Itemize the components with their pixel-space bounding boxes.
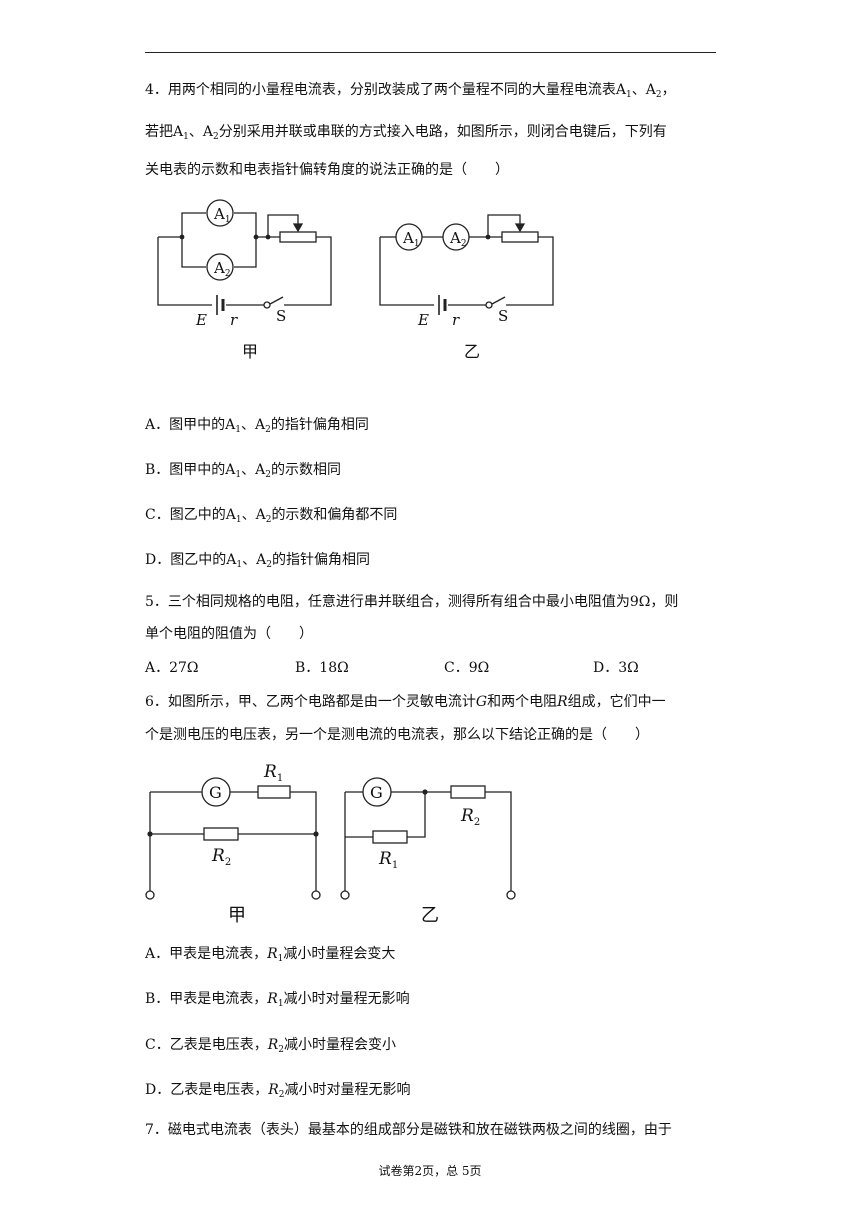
q6-option-c[interactable]: C．乙表是电压表，R2减小时量程会变小 xyxy=(145,1037,396,1055)
q6-r2-label: R2 xyxy=(211,846,231,868)
q4-a1-label: A1 xyxy=(213,205,231,225)
q5-option-d[interactable]: D．3Ω xyxy=(593,660,639,676)
q5-option-b[interactable]: B．18Ω xyxy=(295,660,349,676)
q6-g-label: G xyxy=(209,783,222,802)
q6-circuit-jia: G R1 R2 甲 xyxy=(145,762,321,926)
q4-circuit-yi: A1 A2 E r S 乙 xyxy=(379,214,554,361)
q5-stem-line-2: 单个电阻的阻值为（ ） xyxy=(145,626,313,642)
q4-option-d[interactable]: D．图乙中的A1、A2的指针偏角相同 xyxy=(145,552,370,570)
q6-yi-g-label: G xyxy=(370,783,383,802)
q4-s-label: S xyxy=(276,307,286,325)
q4-caption-yi: 乙 xyxy=(464,342,480,361)
q4-yi-s-label: S xyxy=(498,307,508,325)
q6-caption-jia: 甲 xyxy=(228,905,246,926)
q6-yi-r2-label: R2 xyxy=(460,806,480,828)
q6-caption-yi: 乙 xyxy=(421,905,439,926)
q4-caption-jia: 甲 xyxy=(242,342,258,361)
q6-option-d[interactable]: D．乙表是电压表，R2减小时对量程无影响 xyxy=(145,1082,411,1100)
q7-stem-line-1: 7．磁电式电流表（表头）最基本的组成部分是磁铁和放在磁铁两极之间的线圈，由于 xyxy=(145,1122,672,1138)
header-rule xyxy=(145,52,716,53)
q4-e-label: E xyxy=(195,311,207,329)
q6-circuit-yi: G R2 R1 乙 xyxy=(340,777,516,926)
q4-option-a[interactable]: A．图甲中的A1、A2的指针偏角相同 xyxy=(145,417,369,435)
q4-circuit-jia: A1 A2 E r S 甲 xyxy=(157,199,332,361)
q6-r1-label: R1 xyxy=(263,762,283,784)
q4-yi-e-label: E xyxy=(417,311,429,329)
q4-option-b[interactable]: B．图甲中的A1、A2的示数相同 xyxy=(145,462,342,480)
q4-a2-label: A2 xyxy=(213,259,231,279)
q4-yi-r-label: r xyxy=(452,311,460,329)
q6-stem-line-2: 个是测电压的电压表，另一个是测电流的电流表，那么以下结论正确的是（ ） xyxy=(145,727,649,743)
q6-option-a[interactable]: A．甲表是电流表，R1减小时量程会变大 xyxy=(145,946,396,964)
q6-yi-r1-label: R1 xyxy=(378,849,398,871)
q5-option-a[interactable]: A．27Ω xyxy=(145,660,199,676)
q4-stem-line-2: 若把A1、A2分别采用并联或串联的方式接入电路，如图所示，则闭合电键后，下列有 xyxy=(145,124,667,142)
q4-yi-a2-label: A2 xyxy=(449,229,467,249)
page-footer: 试卷第2页，总 5页 xyxy=(378,1164,482,1178)
q5-stem-line-1: 5．三个相同规格的电阻，任意进行串并联组合，测得所有组合中最小电阻值为9Ω，则 xyxy=(145,594,679,610)
q4-option-c[interactable]: C．图乙中的A1、A2的示数和偏角都不同 xyxy=(145,507,398,525)
q4-yi-a1-label: A1 xyxy=(402,229,420,249)
q4-stem-line-3: 关电表的示数和电表指针偏转角度的说法正确的是（ ） xyxy=(145,162,509,178)
q6-stem-line-1: 6．如图所示，甲、乙两个电路都是由一个灵敏电流计G和两个电阻R组成，它们中一 xyxy=(145,694,666,710)
q6-option-b[interactable]: B．甲表是电流表，R1减小时对量程无影响 xyxy=(145,991,410,1009)
q5-option-c[interactable]: C．9Ω xyxy=(444,660,490,676)
q4-stem-line-1: 4．用两个相同的小量程电流表，分别改装成了两个量程不同的大量程电流表A1、A2， xyxy=(145,82,676,100)
q4-r-label: r xyxy=(230,311,238,329)
